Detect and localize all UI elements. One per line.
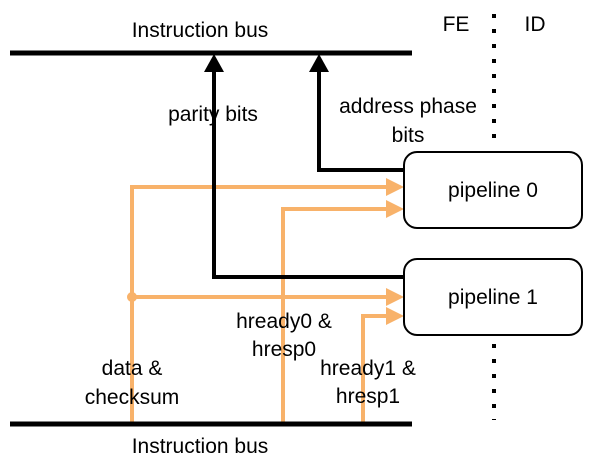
hready1-label-line1: hready1 & xyxy=(320,357,416,380)
parity-bits-label: parity bits xyxy=(168,103,258,126)
data-to-pipeline0-arrowhead xyxy=(386,178,404,196)
data-checksum-label-line2: checksum xyxy=(85,386,180,409)
hready1-path xyxy=(361,314,390,422)
pipeline0-box xyxy=(403,151,583,229)
data-to-pipeline1-arrowhead xyxy=(386,288,404,306)
hready1-arrowhead xyxy=(386,307,404,325)
hready0-arrowhead xyxy=(386,200,404,218)
pipeline1-label: pipeline 1 xyxy=(448,286,538,309)
address-phase-label-line2: bits xyxy=(392,124,425,147)
address-phase-path xyxy=(317,70,404,172)
hready1-label-line2: hresp1 xyxy=(336,385,400,408)
hready0-path xyxy=(281,207,390,422)
parity-arrowhead xyxy=(204,54,224,72)
parity-bits-path xyxy=(212,70,404,279)
pipeline1-box xyxy=(403,258,583,336)
data-checksum-path xyxy=(130,185,390,422)
stage-id-label: ID xyxy=(525,13,546,36)
pipeline0-label: pipeline 0 xyxy=(448,179,538,202)
stage-fe-label: FE xyxy=(443,13,470,36)
data-checksum-label-line1: data & xyxy=(102,357,163,380)
bus-bottom-label: Instruction bus xyxy=(132,435,269,458)
address-phase-label-line1: address phase xyxy=(339,95,477,118)
hready0-label-line2: hresp0 xyxy=(252,338,316,361)
hready0-label-line1: hready0 & xyxy=(236,310,332,333)
address-arrowhead xyxy=(309,54,329,72)
data-junction-dot xyxy=(127,292,137,302)
bus-top-label: Instruction bus xyxy=(132,19,269,42)
